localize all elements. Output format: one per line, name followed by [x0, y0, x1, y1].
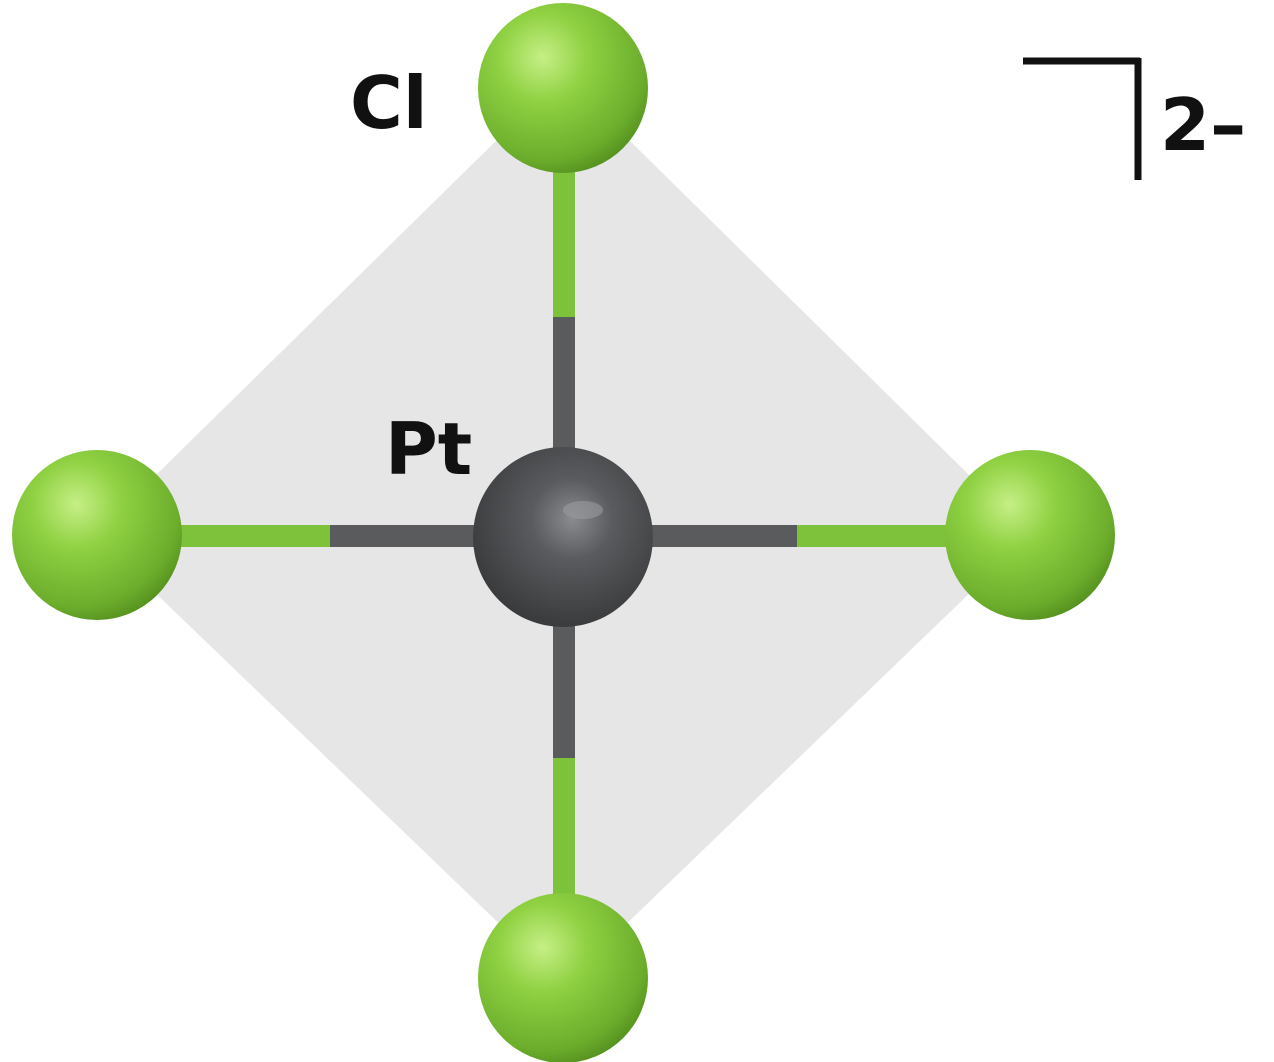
chlorine-atom-right [945, 450, 1115, 620]
bond-top [553, 135, 575, 487]
bond-right [605, 525, 977, 547]
central-atom-label: Pt [385, 407, 472, 491]
bond-left [150, 525, 520, 547]
chlorine-atom-left [12, 450, 182, 620]
ligand-label: Cl [350, 61, 428, 145]
chlorine-atom-bottom [478, 893, 648, 1062]
charge-bracket [1023, 57, 1142, 180]
chlorine-atom-top [478, 3, 648, 173]
platinum-atom [473, 447, 653, 627]
charge-label: 2– [1160, 83, 1246, 167]
